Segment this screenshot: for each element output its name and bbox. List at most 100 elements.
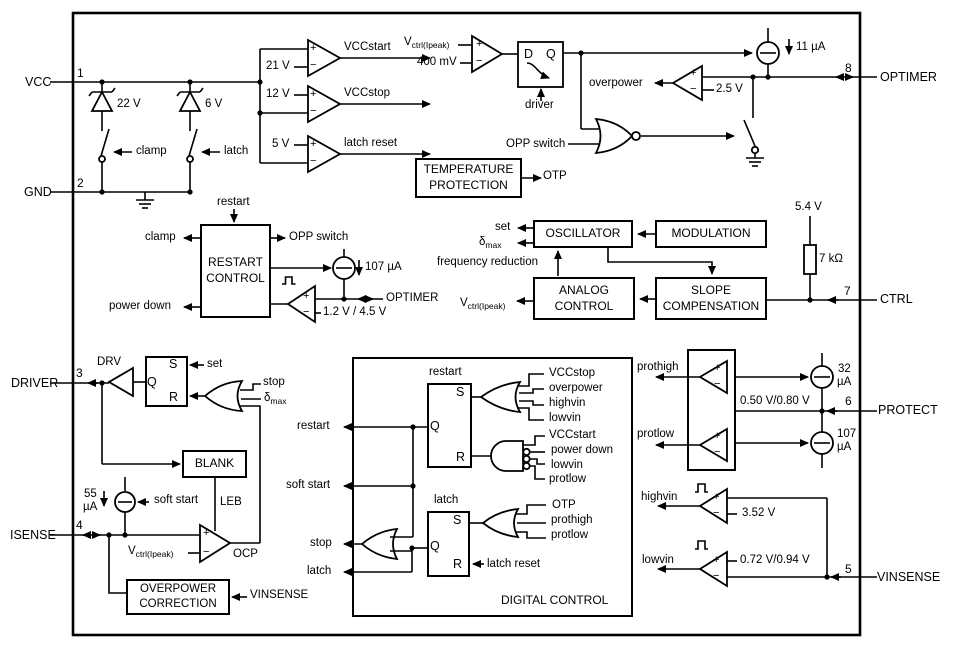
oscillator-wires xyxy=(516,224,716,305)
label-vccstart-in: VCCstart xyxy=(549,429,596,441)
ctrl-wires xyxy=(767,216,877,304)
optimer-wires xyxy=(522,28,877,182)
pin-protect: PROTECT xyxy=(878,403,938,417)
label-soft-start-in: soft start xyxy=(154,494,199,506)
plus-icon: + xyxy=(714,430,721,442)
label-vccstop-in: VCCstop xyxy=(549,367,596,379)
blank-block: BLANK xyxy=(182,450,247,478)
label-restart-ff: restart xyxy=(429,366,462,378)
minus-icon: − xyxy=(310,105,317,117)
restart-control-wires xyxy=(183,209,383,324)
label-ref-5v: 5 V xyxy=(272,138,290,150)
pin-isense-number: 4 xyxy=(76,518,83,532)
dlatch-d: D xyxy=(524,47,534,61)
hysteresis-icon xyxy=(282,276,296,285)
latch-flipflop xyxy=(427,511,470,577)
label-107ua: 107 µA xyxy=(365,261,402,273)
label-400mv: 400 mV xyxy=(417,56,457,68)
comparator-optimer xyxy=(286,284,316,324)
restart-flipflop xyxy=(427,383,472,468)
label-protlow: protlow xyxy=(637,428,675,440)
label-set-out: set xyxy=(495,221,511,233)
label-drv: DRV xyxy=(97,356,122,368)
label-frequency-reduction: frequency reduction xyxy=(437,256,539,268)
label-otp-in: OTP xyxy=(552,499,576,511)
plus-icon: + xyxy=(303,290,310,302)
ff-r: R xyxy=(456,450,466,464)
or-gate-restart-set-icon xyxy=(479,380,522,414)
label-stop-in: stop xyxy=(263,376,285,388)
pin-driver-number: 3 xyxy=(76,366,83,380)
comparator-latch-reset xyxy=(307,134,342,174)
label-restart-out: restart xyxy=(297,420,330,432)
label-clamp-switch: clamp xyxy=(136,145,167,157)
label-1v2-4v5: 1.2 V / 4.5 V xyxy=(323,306,387,318)
plus-icon: + xyxy=(714,362,721,374)
and-gate-restart-reset-icon xyxy=(490,440,524,472)
minus-icon: − xyxy=(310,155,317,167)
pin-ctrl: CTRL xyxy=(880,292,913,306)
label-otp: OTP xyxy=(543,170,567,182)
driver-sr-flipflop xyxy=(145,356,188,407)
ff-q: Q xyxy=(430,419,440,433)
analog-control-block: ANALOG CONTROL xyxy=(533,277,635,320)
or-gate-stop-icon xyxy=(360,527,399,561)
comparator-vccstop xyxy=(307,84,342,124)
label-55-unit: µA xyxy=(83,501,98,513)
ff-s: S xyxy=(456,385,465,399)
comparator-prothigh xyxy=(698,359,728,395)
label-5v4: 5.4 V xyxy=(795,201,822,213)
label-vctrl-ipeak: Vctrl(Ipeak) xyxy=(460,297,506,311)
hysteresis-icon xyxy=(695,483,708,493)
minus-icon: − xyxy=(203,546,210,558)
plus-icon: + xyxy=(476,38,483,50)
overpower-correction-block: OVERPOWER CORRECTION xyxy=(126,579,230,615)
minus-icon: − xyxy=(690,83,697,95)
label-lowvin-in: lowvin xyxy=(549,412,581,424)
temp-line1: TEMPERATURE xyxy=(423,162,514,177)
label-lowvin: lowvin xyxy=(642,554,674,566)
comparator-ocp xyxy=(199,523,232,564)
label-clamp-out: clamp xyxy=(145,231,176,243)
label-opp-switch-in: OPP switch xyxy=(506,138,566,150)
ground-icon xyxy=(136,199,154,209)
label-vccstart: VCCstart xyxy=(344,41,391,53)
minus-icon: − xyxy=(714,446,721,458)
label-overpower: overpower xyxy=(589,77,643,89)
clamp-switch-icon xyxy=(100,128,110,157)
ground-icon xyxy=(746,157,764,167)
or-gate-reset-icon xyxy=(203,380,244,412)
protect-section-wires xyxy=(655,353,877,588)
label-digital-control: DIGITAL CONTROL xyxy=(501,593,609,607)
modulation-block: MODULATION xyxy=(655,220,767,248)
label-prothigh: prothigh xyxy=(637,361,679,373)
digital-control-wires xyxy=(343,373,546,576)
ff-q: Q xyxy=(430,539,440,553)
comparator-overpower xyxy=(671,64,703,102)
restart-line2: CONTROL xyxy=(206,271,265,285)
label-latch-out: latch xyxy=(307,565,332,577)
label-0v72-0v94: 0.72 V/0.94 V xyxy=(740,554,810,566)
label-delta-max: δmax xyxy=(264,392,287,406)
optimer-switch-icon xyxy=(743,119,756,147)
protect-comparator-box xyxy=(687,349,736,471)
plus-icon: + xyxy=(310,88,317,100)
latch-curve-icon xyxy=(526,62,550,80)
latch-switch-icon xyxy=(188,128,198,157)
pin-vinsense: VINSENSE xyxy=(877,570,941,584)
pin-vcc: VCC xyxy=(25,75,52,89)
label-vccstop: VCCstop xyxy=(344,87,391,99)
plus-icon: + xyxy=(690,67,697,79)
slope-compensation-block: SLOPE COMPENSATION xyxy=(655,277,767,320)
zener-22v-icon xyxy=(90,90,114,112)
pin-vinsense-number: 5 xyxy=(845,562,852,576)
hysteresis-icon xyxy=(695,540,708,550)
ff-s: S xyxy=(453,513,462,527)
restart-line1: RESTART xyxy=(208,255,263,270)
minus-icon: − xyxy=(303,306,310,318)
temperature-protection-block: TEMPERATURE PROTECTION xyxy=(415,158,522,198)
label-optimer-node: OPTIMER xyxy=(386,292,439,304)
label-7kohm: 7 kΩ xyxy=(819,253,843,265)
ff-q: Q xyxy=(147,375,157,389)
